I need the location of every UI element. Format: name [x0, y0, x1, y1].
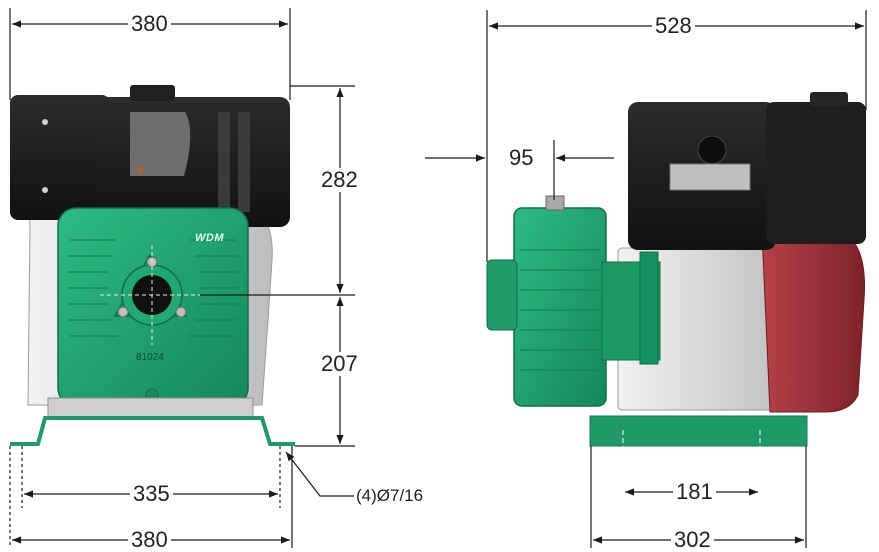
- side-fuel-tank: [761, 231, 866, 413]
- side-control-knob: [697, 135, 727, 165]
- side-adapter-plate: [639, 251, 659, 365]
- bolt-hole-leader: [285, 451, 354, 497]
- model-number: 81024: [136, 352, 164, 363]
- side-view: [486, 92, 866, 500]
- front-base-bracket: [10, 416, 295, 446]
- front-engine-rib: [218, 112, 230, 212]
- dim-label-side-offset: 95: [506, 146, 537, 170]
- front-bolt: [137, 167, 143, 173]
- dim-label-base-hole-spacing: 181: [673, 480, 716, 504]
- dim-label-front-top-width: 380: [128, 12, 171, 36]
- front-pump-ribs: [68, 239, 238, 337]
- dim-label-side-overall-length: 528: [652, 14, 695, 38]
- front-base-plate: [47, 397, 254, 419]
- brand-stamp: WDM: [195, 232, 224, 244]
- side-priming-plug: [545, 195, 565, 211]
- dim-label-front-base-width: 380: [128, 528, 171, 552]
- dim-label-pump-height: 207: [318, 352, 361, 376]
- dim-label-engine-height: 282: [318, 168, 361, 192]
- front-engine-cover-left: [10, 95, 110, 220]
- side-base-plate: [589, 415, 808, 447]
- front-engine-rib: [238, 112, 250, 212]
- front-bolt: [42, 187, 48, 193]
- front-flange-bolt: [117, 306, 129, 318]
- front-starter-bracket: [130, 112, 191, 176]
- side-label-plate: [669, 163, 751, 191]
- dim-label-bolt-spacing: 335: [130, 482, 173, 506]
- dimension-lines: [9, 8, 867, 548]
- side-pump-body: [513, 207, 607, 407]
- side-pump-ribs: [520, 249, 600, 371]
- front-view: [10, 85, 295, 446]
- dim-label-side-base-width: 302: [671, 528, 714, 552]
- side-air-filter: [766, 102, 866, 244]
- front-fuel-cap: [130, 85, 175, 101]
- front-bolt: [42, 119, 48, 125]
- side-fuel-cap: [810, 92, 848, 106]
- side-inlet-flange: [486, 259, 518, 331]
- front-flange-bolt: [175, 306, 187, 318]
- bolt-hole-note: (4)Ø7/16: [356, 486, 424, 505]
